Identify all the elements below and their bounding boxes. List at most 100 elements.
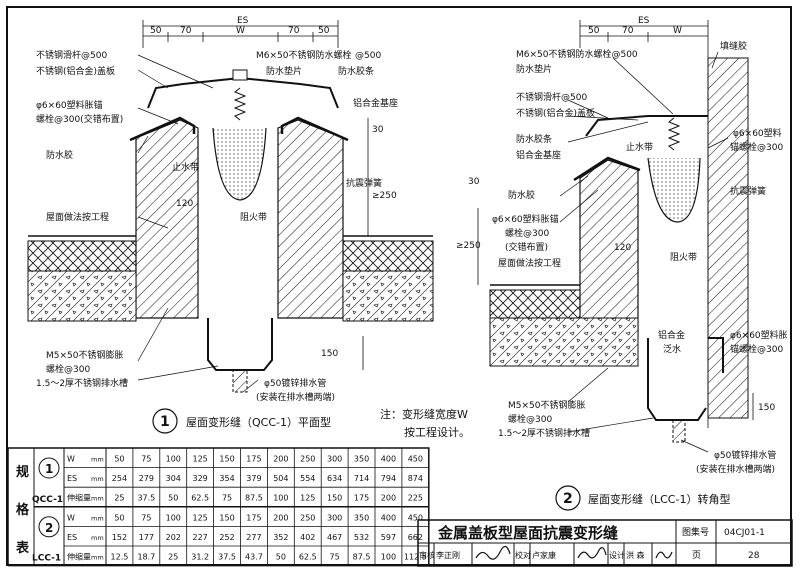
d2-label-anchor-bottom-spacing: 锚螺栓@300 (730, 343, 783, 355)
d2-label-anchor-spacing: 螺栓@300 (505, 227, 549, 239)
spec-cell: 112.5 (404, 553, 427, 562)
d1-label-waterstop: 止水带 (172, 161, 199, 173)
spec-cell: 125 (193, 455, 208, 464)
spec-cell: 25 (168, 553, 178, 562)
d1-title: 屋面变形缝（QCC-1）平面型 (186, 415, 331, 429)
d2-label-expansion-bolt: M5×50不锈钢膨胀 (508, 399, 586, 411)
d1-dim-70b: 70 (288, 26, 300, 36)
spec-row-unit: mm (91, 456, 104, 464)
spec-cell: 31.2 (191, 553, 209, 562)
spec-cell: 150 (327, 494, 342, 503)
d2-label-pipe-note: (安装在排水槽两端) (696, 463, 775, 475)
spec-cell: 250 (300, 513, 315, 522)
d2-label-anchor-top-spacing: 锚螺栓@300 (730, 141, 783, 153)
spec-cell: 277 (246, 533, 261, 542)
designer-name: 洪 森 (626, 550, 645, 560)
d1-label-slide-bar: 不锈钢滑杆@500 (36, 49, 107, 61)
check-label: 校对 (515, 550, 531, 560)
reviewer-signature (475, 545, 511, 560)
d1-dim-50a: 50 (150, 26, 162, 36)
d1-label-sealant: 防水胶 (46, 149, 73, 161)
spec-cell: 254 (112, 474, 127, 483)
spec-group-code: QCC-1 (32, 495, 63, 505)
spec-cell: 177 (139, 533, 154, 542)
drawing-canvas: ES 50 70 W 70 50 (7, 16, 793, 567)
spec-cell: 75 (330, 553, 340, 562)
spec-cell: 87.5 (245, 494, 263, 503)
d2-label-drain-trough: 1.5～2厚不锈钢排水槽 (498, 427, 590, 439)
d1-label-bolt-spacing: 螺栓@300 (46, 363, 90, 375)
spec-cell: 50 (276, 553, 286, 562)
spec-row-unit: mm (91, 475, 104, 483)
spec-cell: 634 (327, 474, 342, 483)
d1-label-fire-barrier: 阻火带 (240, 212, 267, 223)
d2-label-waterproof-bolt: M6×50不锈钢防水螺栓@500 (516, 48, 638, 60)
spec-cell: 504 (273, 474, 288, 483)
spec-row-unit: mm (91, 534, 104, 542)
d1-dim-50b: 50 (318, 26, 330, 36)
d2-dim-70: 70 (622, 26, 634, 36)
spec-table-side-title: 规 (16, 465, 29, 480)
spec-cell: 50 (114, 455, 124, 464)
spec-cell: 25 (114, 494, 124, 503)
designer-signature (655, 551, 673, 559)
spec-cell: 329 (193, 474, 208, 483)
d2-dim-150: 150 (758, 403, 775, 413)
checker-signature (577, 547, 607, 559)
spec-cell: 250 (300, 455, 315, 464)
spec-cell: 304 (166, 474, 181, 483)
d2-dim-es: ES (638, 16, 650, 26)
d2-label-bolt-spacing: 螺栓@300 (508, 413, 552, 425)
d1-dim-250: ≥250 (372, 191, 397, 201)
spec-cell: 150 (219, 455, 234, 464)
detail1-drawing: ES 50 70 W 70 50 (27, 16, 434, 434)
d1-dim-120: 120 (176, 199, 193, 209)
d1-label-cover-plate: 不锈钢(铝合金)盖板 (36, 65, 115, 77)
d1-label-alu-base: 铝合金基座 (353, 97, 398, 109)
page-number: 28 (748, 551, 760, 561)
d2-dim-120: 120 (614, 243, 631, 253)
page-label: 页 (692, 550, 701, 561)
spec-cell: 450 (408, 513, 423, 522)
spec-cell: 18.7 (137, 553, 155, 562)
spec-cell: 125 (193, 513, 208, 522)
spec-row-label: 伸缩量 (67, 493, 91, 503)
checker-name: 卢家康 (532, 550, 556, 560)
title-block: 金属盖板型屋面抗震变形缝 图集号 04CJ01-1 审核 李正刚 校对 卢家康 … (417, 519, 793, 567)
review-label: 审核 (419, 550, 435, 560)
spec-cell: 202 (166, 533, 181, 542)
d1-label-spring: 抗震弹簧 (346, 177, 382, 189)
d2-dim-w: W (673, 26, 682, 36)
spec-cell: 662 (408, 533, 423, 542)
d2-label-waterstop: 止水带 (626, 141, 653, 153)
spec-group-code: LCC-1 (32, 554, 61, 564)
d2-label-drain-pipe: φ50镀锌排水管 (714, 449, 776, 461)
spec-cell: 379 (246, 474, 261, 483)
spec-cell: 37.5 (137, 494, 155, 503)
d2-label-cover-plate: 不锈钢(铝合金)盖板 (516, 107, 595, 119)
spec-row-label: 伸缩量 (67, 552, 91, 562)
spec-cell: 554 (300, 474, 315, 483)
spec-table-side-title: 表 (15, 540, 30, 556)
spec-row-unit: mm (91, 554, 104, 562)
spec-row-unit: mm (91, 514, 104, 522)
d1-label-bolt-spacing-500: @500 (355, 51, 381, 61)
spec-cell: 225 (408, 494, 423, 503)
spec-cell: 152 (112, 533, 127, 542)
spec-row-label: W (67, 455, 75, 464)
d1-label-anchor-spacing: 螺栓@300(交错布置) (36, 113, 123, 125)
d2-number: 2 (563, 491, 573, 507)
spec-cell: 794 (381, 474, 396, 483)
d2-dim-30: 30 (468, 177, 480, 187)
spec-cell: 350 (354, 513, 369, 522)
spec-cell: 100 (166, 513, 181, 522)
d2-dim-250: ≥250 (456, 241, 481, 251)
d2-label-flashing: 泛水 (663, 343, 681, 355)
spec-cell: 12.5 (111, 553, 129, 562)
spec-cell: 100 (166, 455, 181, 464)
spec-cell: 354 (219, 474, 234, 483)
drawing-sheet: ES 50 70 W 70 50 (6, 6, 793, 567)
sheet-title: 金属盖板型屋面抗震变形缝 (437, 524, 618, 542)
d2-label-washer: 防水垫片 (516, 63, 552, 75)
d2-label-anchor-bottom: φ6×60塑料胀 (730, 329, 788, 341)
